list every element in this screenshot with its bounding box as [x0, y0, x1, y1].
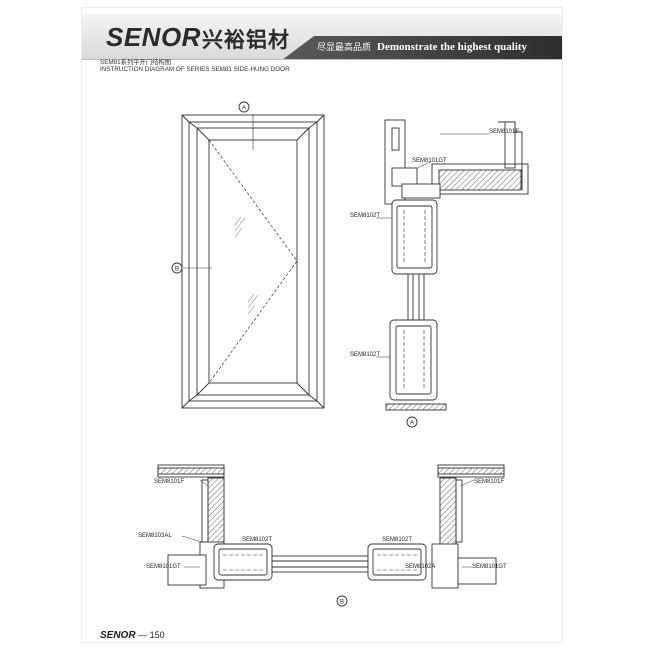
part-sem8102t-bottom: SEM8102T: [350, 352, 380, 358]
page-number: — 150: [138, 630, 165, 640]
right-sash: [367, 543, 427, 581]
section-a-label: A: [410, 421, 414, 427]
part-sem8101f-b-right: SEM8101F: [474, 479, 504, 485]
section-b-marker: [336, 595, 348, 607]
threshold-floor: [385, 403, 447, 411]
glass-reflection: [234, 216, 259, 315]
section-a: [376, 119, 529, 428]
sash-top: [391, 199, 438, 275]
label-b-circle: [171, 262, 183, 274]
section-b: [157, 464, 505, 607]
header-banner: SENOR 兴裕铝材 尽显最高品质 Demonstrate the highest…: [82, 14, 562, 60]
elevation-label-b: B: [175, 267, 179, 273]
section-a-marker: [406, 416, 418, 428]
door-sash-outer: [196, 127, 310, 396]
glass-unit: [407, 273, 425, 321]
glass-unit-b: [271, 555, 369, 573]
senor-logo: SENOR: [106, 22, 201, 52]
page-footer: SENOR — 150: [100, 630, 165, 641]
right-frame: [431, 543, 459, 589]
part-sem8102a: SEM8102A: [405, 564, 435, 570]
elevation-label-a: A: [242, 106, 246, 112]
opening-direction: [208, 139, 298, 384]
head-frame: [391, 167, 418, 187]
door-glass: [208, 139, 298, 384]
part-sem8101f-a: SEM8101F: [489, 129, 519, 135]
slogan: 尽显最高品质 Demonstrate the highest quality: [317, 40, 527, 53]
footer-logo: SENOR: [100, 630, 136, 641]
sash-bottom: [389, 319, 438, 401]
part-sem8102t-b-left: SEM8102T: [242, 537, 272, 543]
part-sem8102t-top: SEM8102T: [350, 213, 380, 219]
door-elevation: [171, 101, 325, 409]
part-sem8101gt-b-left: SEM8101GT: [146, 564, 181, 570]
document-titles: SEM81系列平开门结构图 INSTRUCTION DIAGRAM OF SER…: [100, 59, 290, 74]
door-frame-outer: [181, 114, 325, 409]
section-b-label: B: [340, 600, 344, 606]
slogan-cn: 尽显最高品质: [317, 43, 372, 53]
brand-name-cn: 兴裕铝材: [202, 28, 290, 52]
part-sem8102t-b-right: SEM8102T: [382, 537, 412, 543]
part-sem8103al: SEM8103AL: [138, 533, 172, 539]
label-a-circle: [238, 101, 250, 113]
title-cn: SEM81系列平开门结构图: [100, 59, 172, 66]
door-frame-inner: [188, 121, 318, 402]
structure-drawing: A B SEM8101F SEM8101GT SEM8102T SEM8102T…: [138, 101, 529, 607]
part-sem8101f-b-left: SEM8101F: [154, 479, 184, 485]
slogan-en: Demonstrate the highest quality: [377, 41, 528, 53]
part-sem8101gt-a: SEM8101GT: [412, 158, 447, 164]
part-sem8101gt-b-right: SEM8101GT: [472, 564, 507, 570]
title-en: INSTRUCTION DIAGRAM OF SERIES SEM81 SIDE…: [100, 66, 290, 74]
document-page: [82, 8, 562, 642]
banner-background: [82, 14, 562, 60]
